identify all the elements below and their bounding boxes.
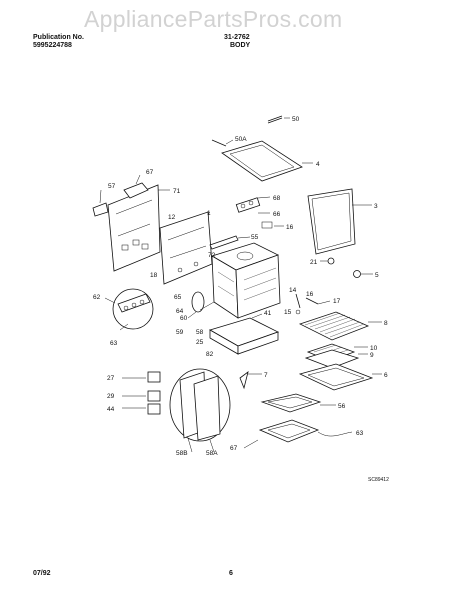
part-67-broil-element	[243, 419, 353, 449]
callout-59: 59	[176, 329, 184, 336]
diagram-code: SC89412	[368, 477, 389, 483]
callout-labels: 50 50A 4 57 67 71 68 66 3 1 12 55 16 72 …	[93, 116, 389, 483]
callout-29: 29	[107, 393, 115, 400]
part-58-bottom	[208, 313, 280, 355]
part-7-clip	[239, 371, 262, 390]
publication-number: 5995224788	[33, 42, 72, 49]
callout-58a: 58A	[206, 450, 218, 457]
part-9-broiler-pan	[304, 349, 368, 369]
footer-page: 6	[229, 570, 233, 577]
callout-14: 14	[289, 287, 297, 294]
callout-15: 15	[284, 309, 292, 316]
callout-50a: 50A	[235, 136, 247, 143]
part-4-top-panel	[221, 140, 313, 182]
callout-27: 27	[107, 375, 115, 382]
part-21-fastener	[320, 257, 335, 265]
part-67-block	[123, 174, 149, 199]
part-17-clip	[305, 297, 331, 305]
callout-63b: 63	[356, 430, 364, 437]
callout-25: 25	[196, 339, 204, 346]
section-title: BODY	[230, 42, 251, 49]
callout-44: 44	[107, 406, 115, 413]
callout-16: 16	[286, 224, 294, 231]
callout-10: 10	[370, 345, 378, 352]
callout-6: 6	[384, 372, 388, 379]
callout-55: 55	[251, 234, 259, 241]
callout-9: 9	[370, 352, 374, 359]
callout-17: 17	[333, 298, 341, 305]
callout-82: 82	[206, 351, 214, 358]
callout-3: 3	[374, 203, 378, 210]
callout-5: 5	[375, 272, 379, 279]
callout-67b: 67	[230, 445, 238, 452]
callout-67: 67	[146, 169, 154, 176]
callout-63: 63	[110, 340, 118, 347]
callout-18: 18	[150, 272, 158, 279]
part-64-clip	[187, 291, 205, 319]
callout-4: 4	[316, 161, 320, 168]
part-44-bracket	[122, 403, 161, 415]
callout-65: 65	[174, 294, 182, 301]
footer-date: 07/92	[33, 570, 51, 577]
part-68-bracket	[235, 196, 284, 229]
part-62-control-detail	[104, 288, 154, 331]
part-56-bake-element	[260, 393, 336, 413]
part-3-side-panel	[307, 188, 372, 255]
callout-58b: 58B	[176, 450, 188, 457]
part-6-drawer	[298, 363, 382, 391]
callout-8: 8	[384, 320, 388, 327]
callout-16b: 16	[306, 291, 314, 298]
part-8-oven-rack	[298, 311, 382, 341]
callout-58: 58	[196, 329, 204, 336]
callout-7: 7	[264, 372, 268, 379]
callout-72: 72	[208, 252, 216, 259]
part-29-bracket	[122, 390, 161, 402]
callout-66: 66	[273, 211, 281, 218]
oven-cavity	[199, 242, 281, 319]
callout-60: 60	[180, 315, 188, 322]
part-27-bracket	[122, 371, 161, 383]
callout-71: 71	[173, 188, 181, 195]
callout-56: 56	[338, 403, 346, 410]
part-50-rod	[267, 115, 290, 124]
watermark: AppliancePartsPros.com	[84, 6, 343, 32]
callout-68: 68	[273, 195, 281, 202]
callout-12: 12	[168, 214, 176, 221]
callout-57: 57	[108, 183, 116, 190]
model-code: 31-2762	[224, 34, 250, 41]
callout-1: 1	[207, 210, 211, 217]
part-5-foot	[353, 270, 373, 278]
callout-64: 64	[176, 308, 184, 315]
publication-label: Publication No.	[33, 34, 84, 41]
callout-41: 41	[264, 310, 272, 317]
callout-21: 21	[310, 259, 318, 266]
part-50a-rod	[211, 139, 234, 147]
part-55-strip	[209, 235, 251, 250]
callout-50: 50	[292, 116, 300, 123]
part-1-back-wall	[159, 211, 213, 285]
callout-62: 62	[93, 294, 101, 301]
part-57-bracket	[92, 189, 109, 217]
part-14-sensor	[295, 293, 301, 315]
part-58b-58a-insulation	[169, 368, 231, 453]
